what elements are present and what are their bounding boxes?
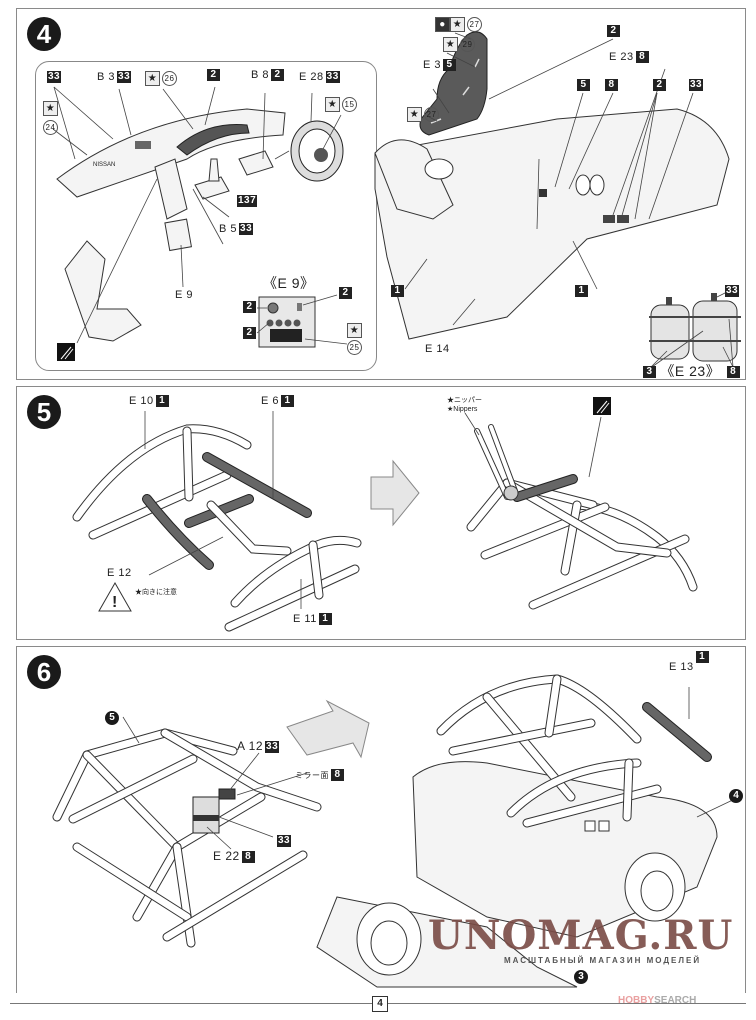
watermark-logo: UNOMAG.RU	[428, 912, 734, 959]
nippers-label-jp: ★ニッパー	[447, 397, 482, 404]
e23-bottle-left	[650, 304, 690, 360]
star-icon: ★	[145, 71, 160, 86]
dash-shroud	[374, 139, 454, 220]
star-icon: ★	[450, 17, 465, 32]
step-6-number: 6	[27, 655, 61, 689]
caution-text: ★向きに注意	[135, 589, 177, 596]
step-flow-arrow	[286, 699, 370, 759]
star-icon: ★	[325, 97, 340, 112]
callout-seat-2: 2	[605, 25, 620, 38]
dash-hood	[176, 123, 250, 156]
e23-detail-row: 3 《E 23》 8	[641, 361, 740, 381]
caution-icon	[98, 581, 132, 612]
star-icon: ★	[347, 323, 362, 338]
step-4-panel: 4 NISSAN	[16, 8, 746, 380]
callout-e13: E 131	[669, 651, 709, 673]
callout-2: 2	[651, 79, 666, 92]
callout-e12: E 12	[107, 567, 132, 579]
callout-e14: E 14	[425, 343, 450, 355]
step-flow-arrow	[370, 459, 420, 527]
star-icon: ★	[43, 101, 58, 116]
e9-callout-a: 2	[241, 301, 256, 314]
step-5-number: 5	[27, 395, 61, 429]
nissan-logo-mark: NISSAN	[93, 162, 115, 168]
center-console	[154, 158, 188, 220]
hobby-search-logo: HOBBYSEARCH	[618, 995, 697, 1006]
callout-decal-27-top: ●★27	[435, 17, 482, 32]
e9-callout-b: 2	[337, 287, 352, 300]
callout-5: 5	[575, 79, 590, 92]
star-icon: ★	[407, 107, 422, 122]
callout-decal-27-bottom: ★27	[407, 107, 439, 122]
a12-mirror-glass	[218, 788, 236, 800]
step-5-panel: 5 !	[16, 386, 746, 640]
callout-33: 33	[277, 835, 292, 848]
dashboard-subpanel	[35, 61, 377, 371]
ref-step-5: 5	[105, 711, 119, 725]
callout-137: 137	[237, 195, 258, 208]
callout-dash-2: 2	[205, 69, 220, 82]
e23-detail-title: 《E 23》	[660, 363, 721, 379]
interior-tub	[374, 108, 730, 340]
nippers-label-en: ★Nippers	[447, 406, 478, 413]
ref-step-3: 3	[574, 970, 588, 984]
e9-panel-small	[164, 218, 193, 252]
callout-decal-26: ★26	[145, 71, 177, 86]
star-icon: ★	[443, 37, 458, 52]
e9-callout-decal: ★25	[347, 323, 362, 355]
watermark-subtitle: МАСШТАБНЫЙ МАГАЗИН МОДЕЛЕЙ	[504, 956, 702, 965]
e23-callout-33: 33	[725, 285, 740, 298]
shift-knob	[208, 158, 220, 182]
paint-icon: ●	[435, 17, 450, 32]
svg-text:!: !	[112, 594, 117, 611]
lower-console	[64, 240, 142, 342]
page-number: 4	[372, 996, 388, 1012]
step-5-illustration: !	[72, 397, 698, 632]
e9-detail-title: 《E 9》	[263, 275, 315, 291]
callout-1-left: 1	[389, 285, 404, 298]
step-4-illustration: NISSAN	[52, 31, 741, 370]
callout-33: 33	[689, 79, 704, 92]
callout-1-right: 1	[573, 285, 588, 298]
callout-8: 8	[603, 79, 618, 92]
callout-33-left: 33	[47, 71, 62, 84]
ref-step-4: 4	[729, 789, 743, 803]
step-6-illustration	[52, 674, 740, 988]
callout-decal-15: ★15	[325, 97, 357, 112]
e9-callout-c: 2	[241, 327, 256, 340]
step-4-number: 4	[27, 17, 61, 51]
steering-column	[238, 150, 274, 176]
dash-vents	[135, 141, 151, 149]
callout-decal-24: ★24	[43, 101, 58, 135]
step-6-panel: 6	[16, 646, 746, 993]
callout-e9: E 9	[175, 289, 194, 301]
callout-decal-29: ★29	[443, 37, 475, 52]
